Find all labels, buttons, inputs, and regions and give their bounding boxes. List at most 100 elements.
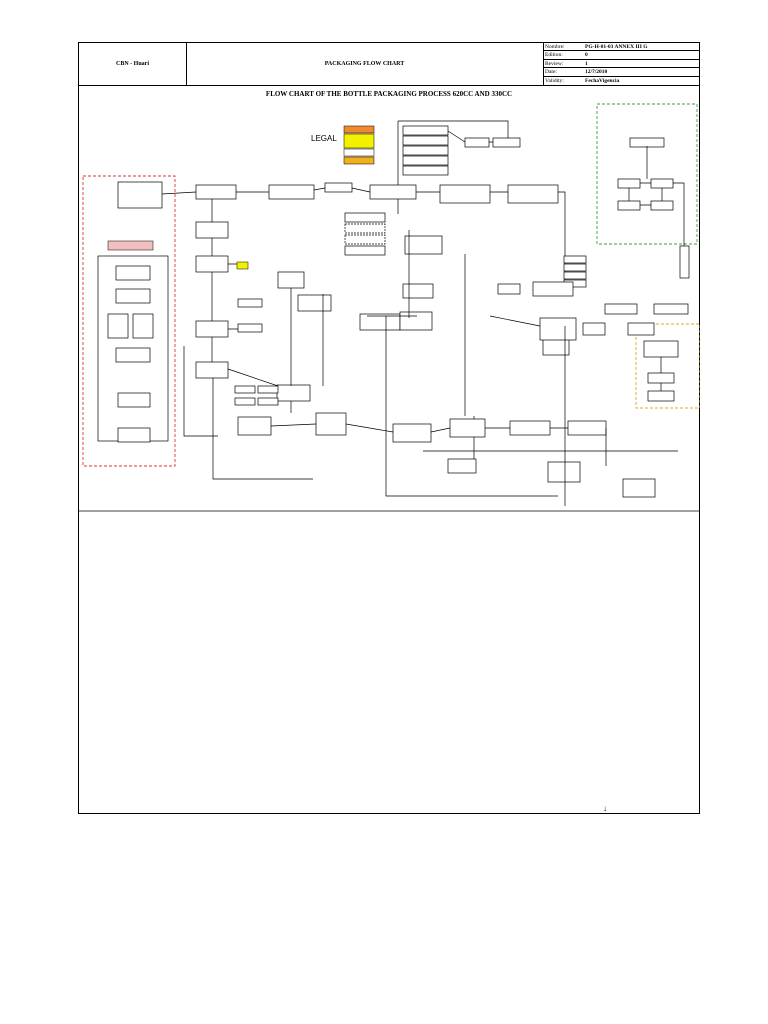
process-box [132, 313, 154, 339]
process-box [627, 322, 655, 336]
process-box [115, 265, 151, 281]
process-box [195, 361, 229, 379]
process-box [195, 221, 229, 239]
process-box [563, 271, 587, 280]
process-box [369, 184, 417, 200]
process-box [679, 245, 690, 279]
process-box [276, 384, 311, 402]
process-box [195, 320, 229, 338]
process-box [402, 125, 449, 136]
process-box [643, 340, 679, 358]
process-box [402, 283, 434, 299]
process-box [117, 392, 151, 408]
connector [227, 230, 566, 506]
document-header: CBN - Huari PACKAGING FLOW CHART Nombre:… [78, 42, 700, 86]
process-box [464, 137, 490, 148]
connector [183, 199, 238, 437]
meta-row: Date: 12/7/2010 [543, 68, 699, 77]
process-box [653, 303, 689, 315]
legend-swatch-yellow [343, 133, 375, 149]
meta-row: Nombre: PG-H-01-03 ANNEX III G [543, 43, 699, 52]
legend-label: LEGAL [311, 134, 337, 143]
process-box [604, 303, 638, 315]
process-box [277, 271, 305, 289]
highlight-box [236, 261, 249, 270]
connector [212, 378, 678, 480]
chart-frame [78, 86, 700, 814]
process-box [497, 283, 521, 295]
chart-title: FLOW CHART OF THE BOTTLE PACKAGING PROCE… [265, 90, 513, 98]
process-box [404, 235, 443, 255]
meta-value: FechaVigencia [585, 77, 620, 84]
process-box [117, 427, 151, 443]
connector [161, 187, 566, 296]
process-box [115, 347, 151, 363]
process-box [324, 182, 353, 193]
company-name: CBN - Huari [79, 43, 187, 85]
meta-row: Validity: FechaVigencia [543, 77, 699, 85]
process-box [297, 294, 332, 312]
connector [628, 146, 685, 391]
legend-swatch-white [343, 148, 375, 157]
document-page: CBN - Huari PACKAGING FLOW CHART Nombre:… [78, 42, 700, 814]
connector [397, 120, 509, 214]
process-box [268, 184, 315, 200]
process-box [647, 372, 675, 384]
process-box [359, 313, 401, 331]
process-box [392, 423, 432, 443]
process-box [344, 212, 386, 223]
process-box [650, 200, 674, 211]
process-box [402, 155, 449, 166]
process-box [402, 145, 449, 156]
process-box [237, 416, 272, 436]
process-box [582, 322, 606, 336]
process-box [650, 178, 674, 189]
dashed-region-top-right [596, 103, 698, 245]
dashed-region-left [82, 175, 176, 467]
legend-swatch-orange [343, 125, 375, 134]
process-box [257, 385, 279, 394]
process-box [439, 184, 491, 204]
process-box [402, 135, 449, 146]
meta-label: Edition: [545, 52, 563, 59]
process-box [257, 397, 279, 406]
legend-swatch-gold [343, 156, 375, 165]
document-title: PACKAGING FLOW CHART [186, 43, 544, 85]
process-box [492, 137, 521, 148]
process-box [539, 317, 577, 341]
meta-label: Review: [545, 60, 564, 67]
meta-value: 0 [585, 52, 588, 59]
process-box [617, 200, 641, 211]
process-box [107, 313, 129, 339]
meta-value: PG-H-01-03 ANNEX III G [585, 44, 648, 50]
dashed-region-right [635, 323, 700, 409]
process-box [509, 420, 551, 436]
flow-diagram [78, 103, 700, 512]
process-box [532, 281, 574, 297]
document-meta: Nombre: PG-H-01-03 ANNEX III G Edition: … [543, 43, 699, 85]
meta-label: Validity: [545, 77, 564, 84]
process-box [315, 412, 347, 436]
down-arrow-icon: ↓ [603, 804, 607, 813]
process-box [617, 178, 641, 189]
process-box [237, 298, 263, 308]
process-box [622, 478, 656, 498]
process-box [563, 263, 587, 272]
process-box [563, 255, 587, 264]
process-box [402, 165, 449, 176]
process-box [195, 255, 229, 273]
meta-value: 12/7/2010 [585, 69, 608, 76]
process-box [449, 418, 486, 438]
process-box [547, 461, 581, 483]
process-box [234, 397, 256, 406]
process-box [399, 311, 433, 331]
pink-box [107, 240, 154, 251]
process-box [195, 184, 237, 200]
process-box [115, 288, 151, 304]
process-box [647, 390, 675, 402]
meta-label: Nombre: [545, 44, 565, 50]
meta-value: 1 [585, 60, 588, 67]
meta-row: Edition: 0 [543, 51, 699, 60]
process-box [117, 181, 163, 209]
process-box [234, 385, 256, 394]
